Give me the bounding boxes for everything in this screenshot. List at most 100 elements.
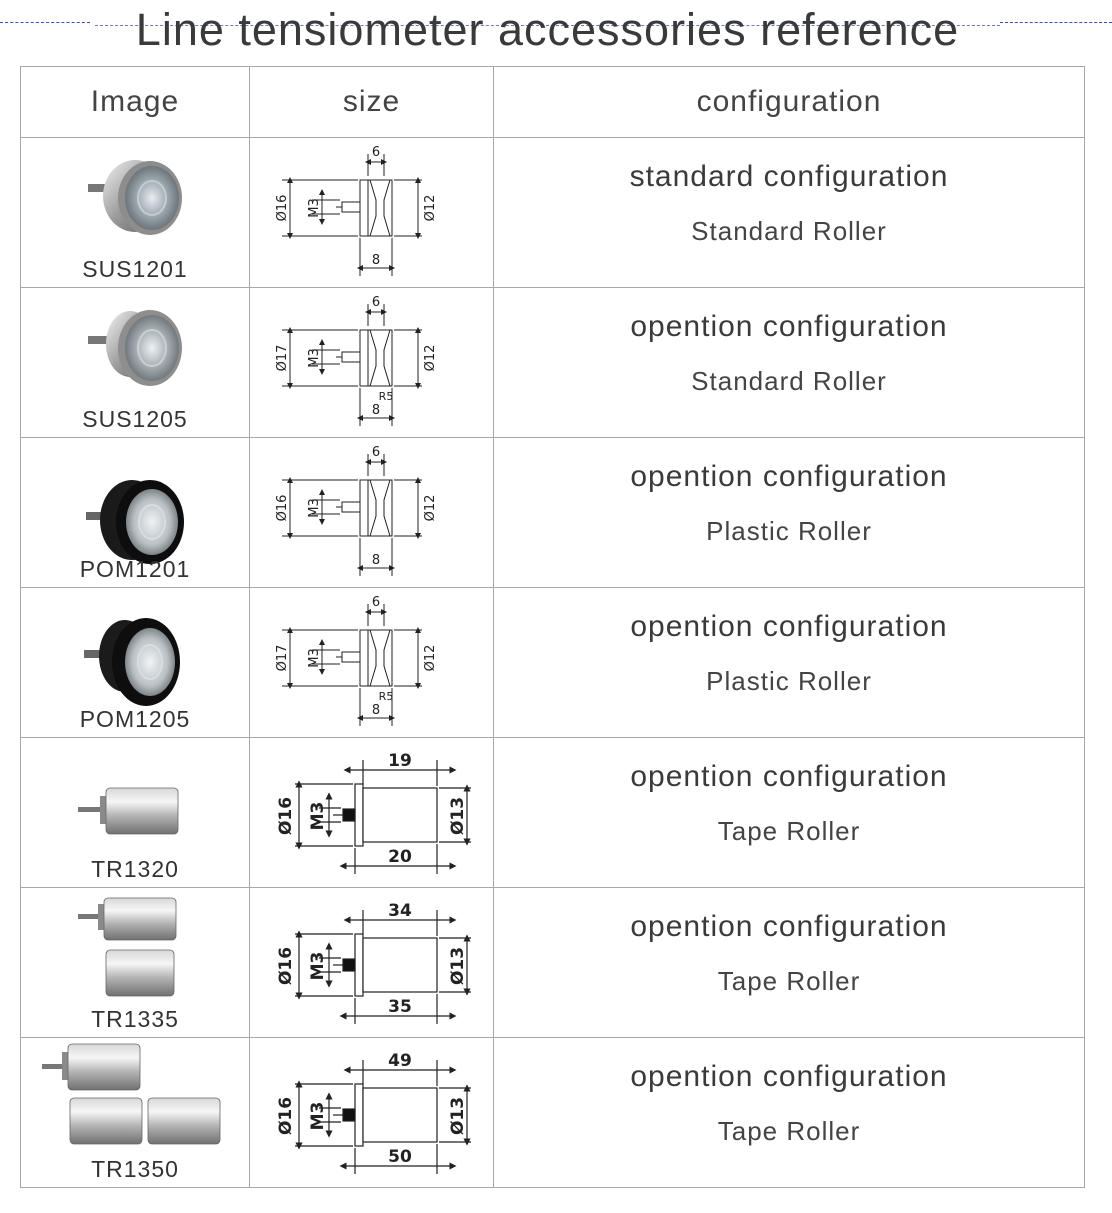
dim-bottom: 8 — [371, 403, 379, 418]
configuration-type: opention configuration — [630, 310, 948, 343]
image-cell: TR1335 — [20, 887, 250, 1038]
roller-type: Plastic Roller — [706, 516, 872, 546]
model-code: TR1350 — [91, 1156, 179, 1182]
image-cell: SUS1201 — [20, 137, 250, 288]
configuration-type: opention configuration — [630, 460, 948, 493]
header-image: Image — [20, 66, 250, 138]
table-row: TR1320 19 20 Ø16 M3 Ø13 opention configuration… — [20, 737, 1085, 888]
roller-photo — [80, 296, 190, 401]
configuration-type: opention configuration — [630, 610, 948, 643]
roller-photo — [80, 148, 190, 253]
dim-outer: Ø16 — [276, 797, 296, 835]
dim-top: 34 — [388, 901, 412, 921]
configuration-type: opention configuration — [630, 1060, 948, 1093]
image-cell: TR1350 — [20, 1037, 250, 1188]
header-size: size — [249, 66, 494, 138]
dim-top: 6 — [371, 145, 379, 160]
dim-outer: Ø16 — [275, 195, 290, 222]
title-dash-right — [1000, 22, 1112, 23]
dim-bottom: 50 — [388, 1147, 412, 1167]
dim-top: 19 — [388, 751, 412, 771]
roller-photo — [70, 760, 200, 865]
roller-type: Plastic Roller — [706, 666, 872, 696]
dim-thread: M3 — [308, 802, 328, 831]
title-dash-overlay — [95, 25, 1000, 26]
image-cell: POM1201 — [20, 437, 250, 588]
roller-photo — [80, 468, 190, 583]
dim-inner: Ø12 — [423, 345, 438, 372]
dim-inner: Ø12 — [423, 195, 438, 222]
dim-thread: M3 — [308, 952, 328, 981]
dim-radius: R5 — [378, 390, 393, 403]
dim-thread: M3 — [307, 198, 322, 218]
roller-type: Tape Roller — [717, 1116, 861, 1146]
dim-outer: Ø17 — [275, 345, 290, 372]
model-code: TR1320 — [91, 856, 179, 882]
dim-inner: Ø13 — [448, 797, 468, 835]
dim-outer: Ø16 — [276, 1097, 296, 1135]
configuration-type: opention configuration — [630, 760, 948, 793]
table-header-row: Image size configuration — [20, 66, 1085, 138]
dim-thread: M3 — [307, 348, 322, 368]
dim-inner: Ø13 — [448, 1097, 468, 1135]
dim-outer: Ø16 — [276, 947, 296, 985]
dim-bottom: 20 — [388, 847, 412, 867]
header-configuration: configuration — [493, 66, 1085, 138]
model-code: POM1201 — [79, 556, 191, 582]
model-code: POM1205 — [79, 706, 191, 732]
dim-inner: Ø13 — [448, 947, 468, 985]
dim-thread: M3 — [307, 498, 322, 518]
model-code: SUS1205 — [82, 406, 188, 432]
roller-photo — [40, 1042, 230, 1157]
dim-top: 6 — [371, 595, 379, 610]
configuration-type: standard configuration — [629, 160, 949, 193]
image-cell: TR1320 — [20, 737, 250, 888]
roller-type: Standard Roller — [691, 366, 887, 396]
roller-photo — [80, 608, 190, 723]
dim-radius: R5 — [378, 690, 393, 703]
model-code: SUS1201 — [82, 256, 188, 282]
model-code: TR1335 — [91, 1006, 179, 1032]
page-title: Line tensiometer accessories reference — [135, 4, 960, 55]
roller-photo — [70, 896, 200, 1011]
title-dash-left — [0, 22, 90, 23]
dimension-drawing: 19 20 Ø16 M3 Ø13 — [276, 751, 471, 874]
dim-outer: Ø17 — [275, 645, 290, 672]
dim-outer: Ø16 — [275, 495, 290, 522]
dim-inner: Ø12 — [423, 495, 438, 522]
dim-inner: Ø12 — [423, 645, 438, 672]
dim-bottom: 8 — [371, 703, 379, 718]
roller-type: Tape Roller — [717, 966, 861, 996]
image-cell: SUS1205 — [20, 287, 250, 438]
dim-top: 6 — [371, 445, 379, 460]
roller-type: Standard Roller — [691, 216, 887, 246]
roller-type: Tape Roller — [717, 816, 861, 846]
dim-bottom: 8 — [371, 553, 379, 568]
dim-top: 49 — [388, 1051, 412, 1071]
dim-top: 6 — [371, 295, 379, 310]
dim-bottom: 8 — [371, 253, 379, 268]
